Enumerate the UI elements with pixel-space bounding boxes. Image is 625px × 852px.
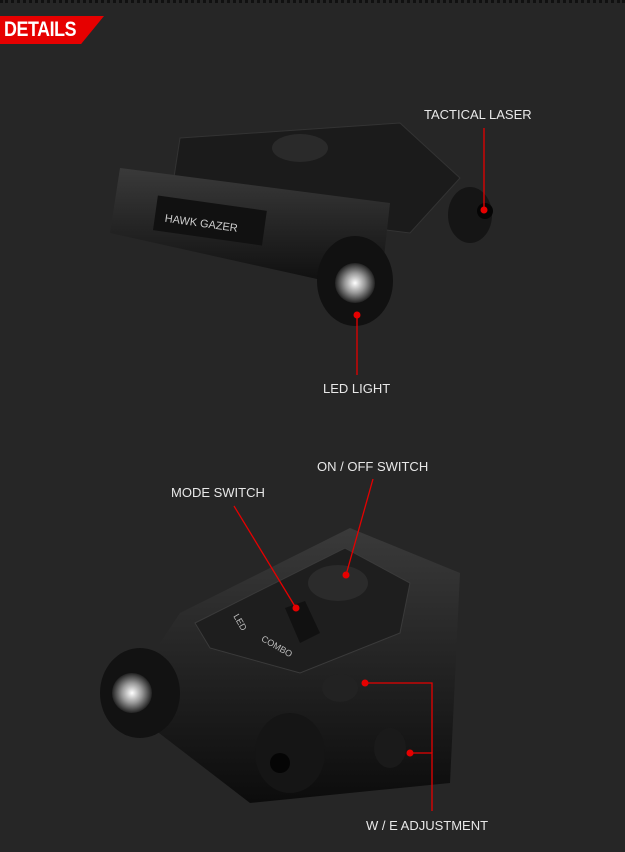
- label-on-off-switch: ON / OFF SWITCH: [317, 459, 429, 474]
- label-tactical-laser: TACTICAL LASER: [424, 107, 532, 122]
- details-badge: DETAILS: [0, 16, 104, 44]
- mode-switch-lever: [285, 601, 320, 643]
- led-lens-bottom: [112, 673, 152, 713]
- callout-dots: [292, 206, 488, 757]
- device-top-view: HAWK GAZER: [110, 122, 493, 326]
- on-off-button: [308, 565, 368, 601]
- led-lens: [335, 263, 375, 303]
- device-angled-view: LED COMBO: [100, 528, 460, 803]
- label-mode-switch: MODE SWITCH: [171, 485, 265, 500]
- label-led-light: LED LIGHT: [323, 381, 391, 396]
- callout-lines: [233, 128, 485, 811]
- product-illustrations: HAWK GAZER LED COMBO: [100, 122, 493, 811]
- logo-plate: [153, 195, 267, 246]
- details-title: DETAILS: [4, 18, 77, 41]
- label-we-adjustment: W / E ADJUSTMENT: [366, 818, 489, 833]
